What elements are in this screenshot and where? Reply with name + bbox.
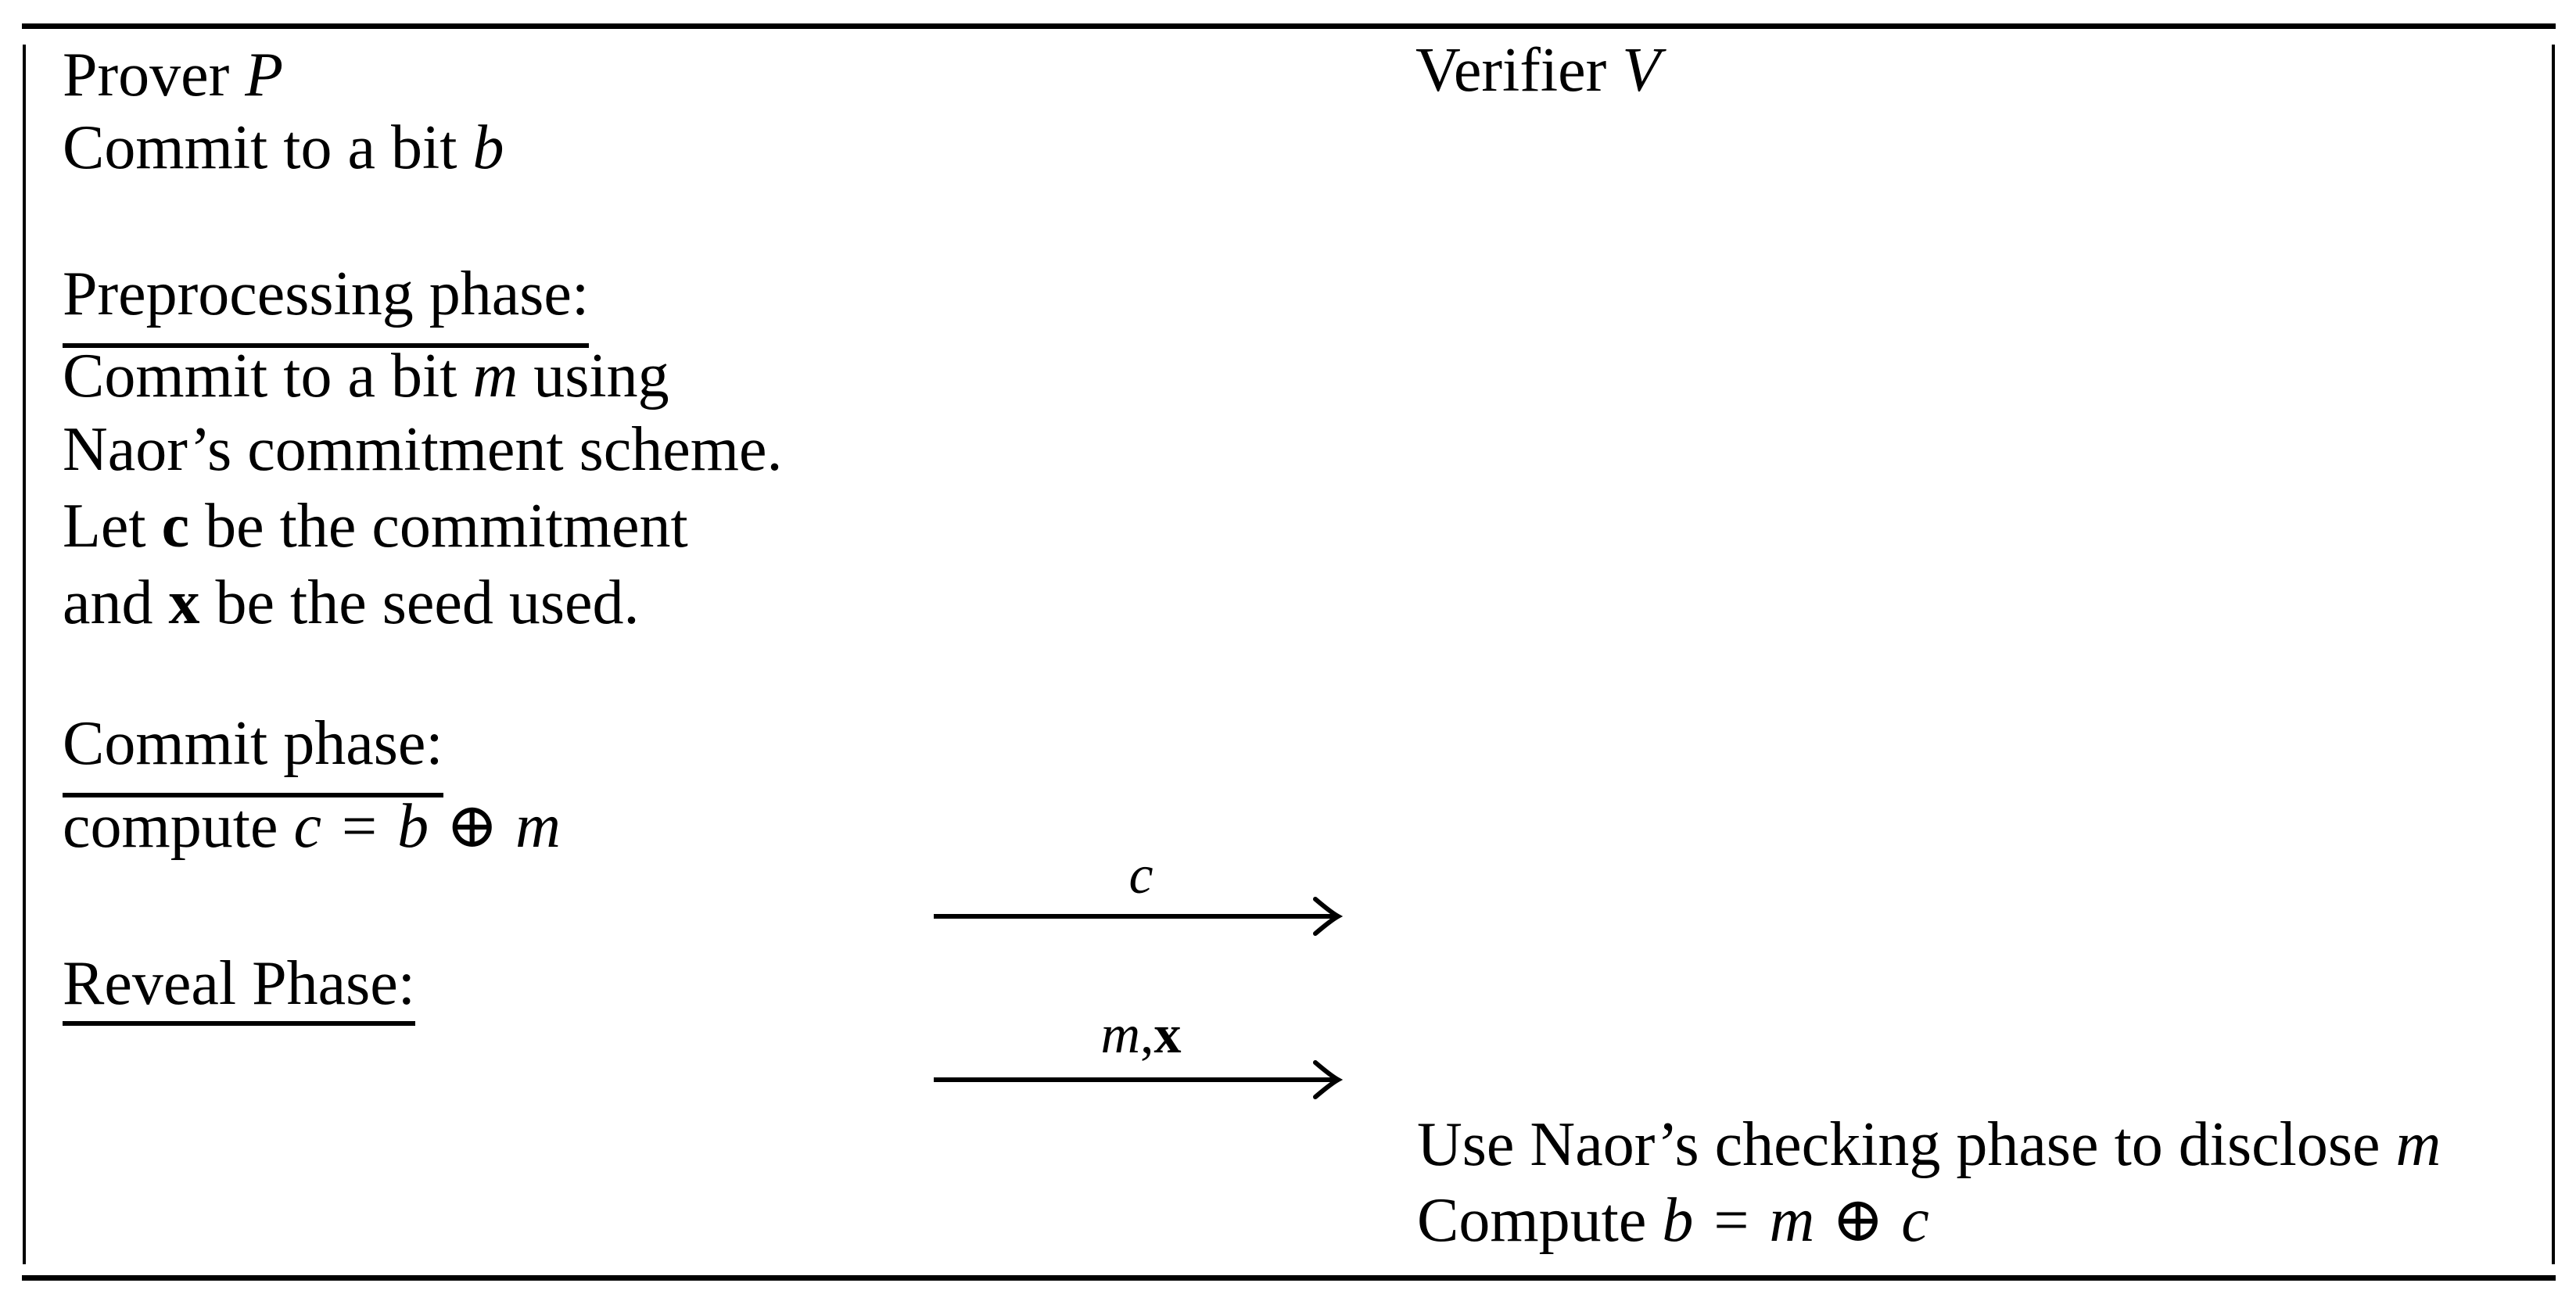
heading-text: Commit phase:	[63, 706, 443, 797]
text-run: and	[63, 568, 169, 637]
text-run: Let	[63, 492, 162, 561]
preprocessing-line-4: and x be the seed used.	[63, 565, 640, 640]
xor-operator: ⊕	[1832, 1183, 1885, 1256]
var-b: b	[1662, 1186, 1694, 1255]
var-c: c	[293, 792, 321, 861]
var-c: c	[1901, 1186, 1929, 1255]
text-run: compute	[63, 792, 294, 861]
message-1-arrow	[934, 897, 1344, 936]
var-m: m	[1769, 1186, 1815, 1255]
border-top-rule	[22, 23, 2556, 29]
text-run: Commit to a bit	[63, 113, 473, 182]
text-run: Commit to a bit	[63, 342, 473, 410]
var-m: m	[472, 342, 518, 410]
prover-symbol: P	[245, 41, 284, 109]
var-m: m	[1100, 1005, 1141, 1065]
commit-bit-line: Commit to a bit b	[63, 110, 504, 185]
equals-sign: =	[1713, 1186, 1749, 1255]
var-x-bold: x	[168, 568, 200, 637]
verifier-symbol: V	[1622, 36, 1661, 105]
var-m: m	[2395, 1110, 2441, 1179]
heading-text: Reveal Phase:	[63, 946, 415, 1026]
var-b: b	[397, 792, 429, 861]
text-run: Compute	[1417, 1186, 1663, 1255]
message-1-label: c	[934, 844, 1348, 907]
equals-sign: =	[341, 792, 378, 861]
verifier-step-2: Compute b = m⊕c	[1417, 1182, 1929, 1258]
message-2-arrow	[934, 1060, 1344, 1099]
arrow-head-icon	[1313, 1060, 1344, 1099]
prover-label: Prover	[63, 41, 230, 109]
verifier-step-1: Use Naor’s checking phase to disclose m	[1417, 1107, 2441, 1182]
border-left-rule	[23, 45, 26, 1264]
border-bottom-rule	[22, 1275, 2556, 1281]
arrow-head-icon	[1313, 897, 1344, 936]
text-run: Use Naor’s checking phase to disclose	[1417, 1110, 2396, 1179]
verifier-label: Verifier	[1415, 36, 1607, 105]
preprocessing-line-3: Let c be the commitment	[63, 489, 688, 564]
xor-operator: ⊕	[446, 789, 499, 862]
var-c-bold: c	[161, 492, 190, 561]
heading-text: Preprocessing phase:	[63, 256, 590, 348]
preprocessing-line-2: Naor’s commitment scheme.	[63, 412, 783, 487]
var-x-bold: x	[1153, 1005, 1182, 1065]
message-2-label: m,x	[934, 1004, 1348, 1066]
text-run: Naor’s commitment scheme.	[63, 415, 783, 484]
text-run: be the seed used.	[199, 568, 640, 637]
text-run: using	[518, 342, 669, 410]
var-m: m	[515, 792, 561, 861]
reveal-phase-heading: Reveal Phase:	[63, 946, 415, 1026]
var-b: b	[472, 113, 504, 182]
text-run: be the commitment	[189, 492, 688, 561]
preprocessing-line-1: Commit to a bit m using	[63, 339, 669, 414]
preprocessing-heading: Preprocessing phase:	[63, 256, 590, 348]
commit-equation: compute c = b⊕m	[63, 788, 561, 864]
commit-phase-heading: Commit phase:	[63, 706, 443, 797]
var-c: c	[1128, 845, 1153, 905]
comma: ,	[1140, 1005, 1154, 1065]
border-right-rule	[2552, 45, 2555, 1264]
